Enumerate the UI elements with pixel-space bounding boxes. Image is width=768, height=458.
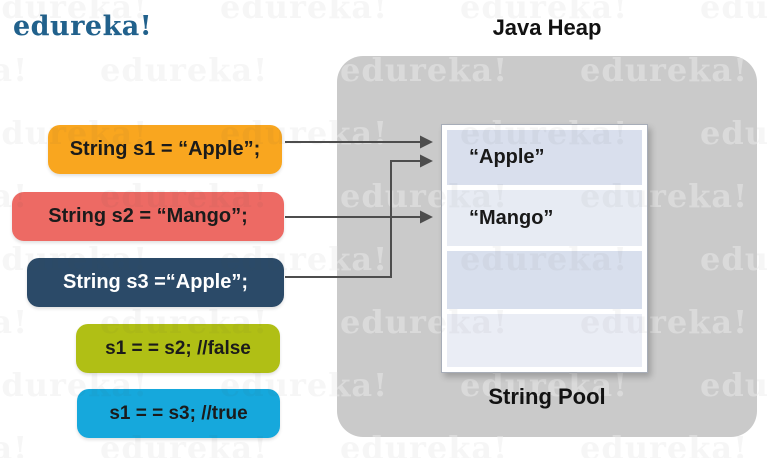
code-box-s3-declaration: String s3 =“Apple”; bbox=[27, 258, 284, 307]
java-heap-box: edureka!edureka!edureka!edureka!edureka!… bbox=[337, 56, 757, 437]
code-box-s2-declaration: String s2 = “Mango”; bbox=[12, 192, 284, 241]
edureka-logo: edureka! bbox=[13, 11, 153, 42]
pool-cell-empty-1 bbox=[447, 251, 642, 309]
pool-cell-mango: “Mango” bbox=[447, 190, 642, 246]
code-box-s1-declaration: String s1 = “Apple”; bbox=[48, 125, 282, 174]
pool-cell-empty-2 bbox=[447, 314, 642, 367]
java-heap-title: Java Heap bbox=[492, 15, 602, 40]
pool-cell-apple: “Apple” bbox=[447, 130, 642, 185]
code-box-compare-s1-s2: s1 = = s2; //false bbox=[76, 324, 280, 373]
string-pool-box: “Apple” “Mango” bbox=[441, 124, 648, 373]
string-pool-label: String Pool bbox=[488, 384, 606, 409]
code-box-compare-s1-s3: s1 = = s3; //true bbox=[77, 389, 280, 438]
